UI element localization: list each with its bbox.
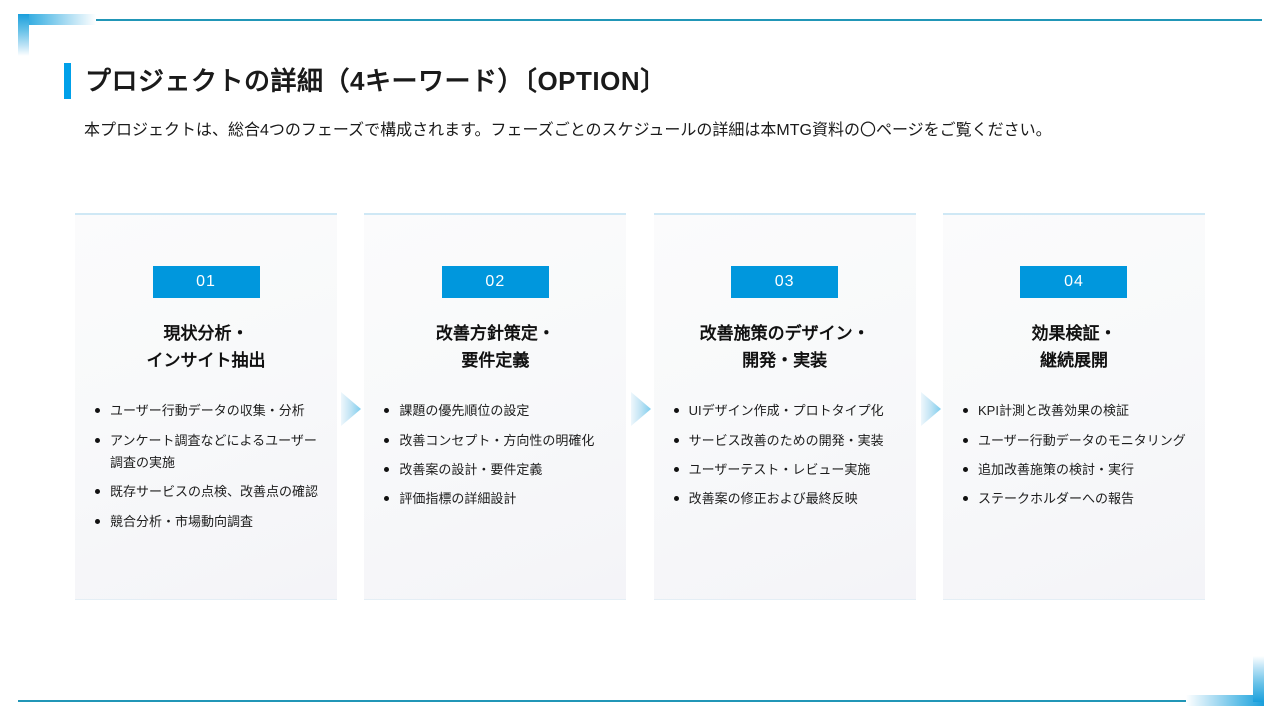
top-divider-line bbox=[68, 19, 1262, 21]
title-accent-bar bbox=[64, 63, 71, 99]
corner-bracket-top-left-vertical bbox=[18, 14, 29, 56]
list-item: UIデザイン作成・プロトタイプ化 bbox=[672, 400, 898, 422]
phase-number-badge: 02 bbox=[441, 266, 549, 298]
corner-bracket-top-left-horizontal bbox=[18, 14, 96, 25]
phase-title: 改善方針策定・ 要件定義 bbox=[435, 324, 555, 371]
list-item: ステークホルダーへの報告 bbox=[961, 488, 1187, 510]
list-item: ユーザー行動データの収集・分析 bbox=[93, 400, 319, 422]
list-item: 改善案の設計・要件定義 bbox=[382, 459, 608, 481]
list-item: 既存サービスの点検、改善点の確認 bbox=[93, 481, 319, 503]
phase-title: 改善施策のデザイン・ 開発・実装 bbox=[699, 324, 870, 371]
list-item: 改善コンセプト・方向性の明確化 bbox=[382, 430, 608, 452]
list-item: ユーザーテスト・レビュー実施 bbox=[672, 459, 898, 481]
phase-title: 効果検証・ 継続展開 bbox=[1031, 324, 1117, 371]
phase-card-03[interactable]: 03 改善施策のデザイン・ 開発・実装 UIデザイン作成・プロトタイプ化 サービ… bbox=[653, 213, 916, 600]
list-item: 追加改善施策の検討・実行 bbox=[961, 459, 1187, 481]
phase-card-04[interactable]: 04 効果検証・ 継続展開 KPI計測と改善効果の検証 ユーザー行動データのモニ… bbox=[942, 213, 1205, 600]
bottom-divider-line bbox=[18, 700, 1212, 702]
page-title: プロジェクトの詳細（4キーワード）〔OPTION〕 bbox=[85, 65, 667, 96]
phase-card-02[interactable]: 02 改善方針策定・ 要件定義 課題の優先順位の設定 改善コンセプト・方向性の明… bbox=[364, 213, 627, 600]
list-item: KPI計測と改善効果の検証 bbox=[961, 400, 1187, 422]
list-item: アンケート調査などによるユーザー調査の実施 bbox=[93, 430, 319, 475]
corner-bracket-bottom-right-horizontal bbox=[1186, 695, 1264, 706]
phase-title: 現状分析・ インサイト抽出 bbox=[146, 324, 266, 371]
phase-number-badge: 04 bbox=[1020, 266, 1128, 298]
phase-number-badge: 03 bbox=[731, 266, 839, 298]
corner-bracket-bottom-right-vertical bbox=[1253, 656, 1264, 702]
page-title-row: プロジェクトの詳細（4キーワード）〔OPTION〕 bbox=[64, 63, 667, 99]
phase-number-badge: 01 bbox=[152, 266, 260, 298]
page-subtitle: 本プロジェクトは、総合4つのフェーズで構成されます。フェーズごとのスケジュールの… bbox=[84, 122, 1052, 139]
list-item: 評価指標の詳細設計 bbox=[382, 488, 608, 510]
phase-bullet-list: ユーザー行動データの収集・分析 アンケート調査などによるユーザー調査の実施 既存… bbox=[93, 400, 319, 533]
list-item: ユーザー行動データのモニタリング bbox=[961, 430, 1187, 452]
phase-card-01[interactable]: 01 現状分析・ インサイト抽出 ユーザー行動データの収集・分析 アンケート調査… bbox=[75, 213, 337, 600]
list-item: 競合分析・市場動向調査 bbox=[93, 511, 319, 533]
phase-bullet-list: 課題の優先順位の設定 改善コンセプト・方向性の明確化 改善案の設計・要件定義 評… bbox=[382, 400, 608, 510]
list-item: 課題の優先順位の設定 bbox=[382, 400, 608, 422]
phase-bullet-list: KPI計測と改善効果の検証 ユーザー行動データのモニタリング 追加改善施策の検討… bbox=[961, 400, 1187, 510]
phase-bullet-list: UIデザイン作成・プロトタイプ化 サービス改善のための開発・実装 ユーザーテスト… bbox=[672, 400, 898, 510]
phase-card-list: 01 現状分析・ インサイト抽出 ユーザー行動データの収集・分析 アンケート調査… bbox=[75, 213, 1205, 600]
list-item: 改善案の修正および最終反映 bbox=[672, 488, 898, 510]
list-item: サービス改善のための開発・実装 bbox=[672, 430, 898, 452]
